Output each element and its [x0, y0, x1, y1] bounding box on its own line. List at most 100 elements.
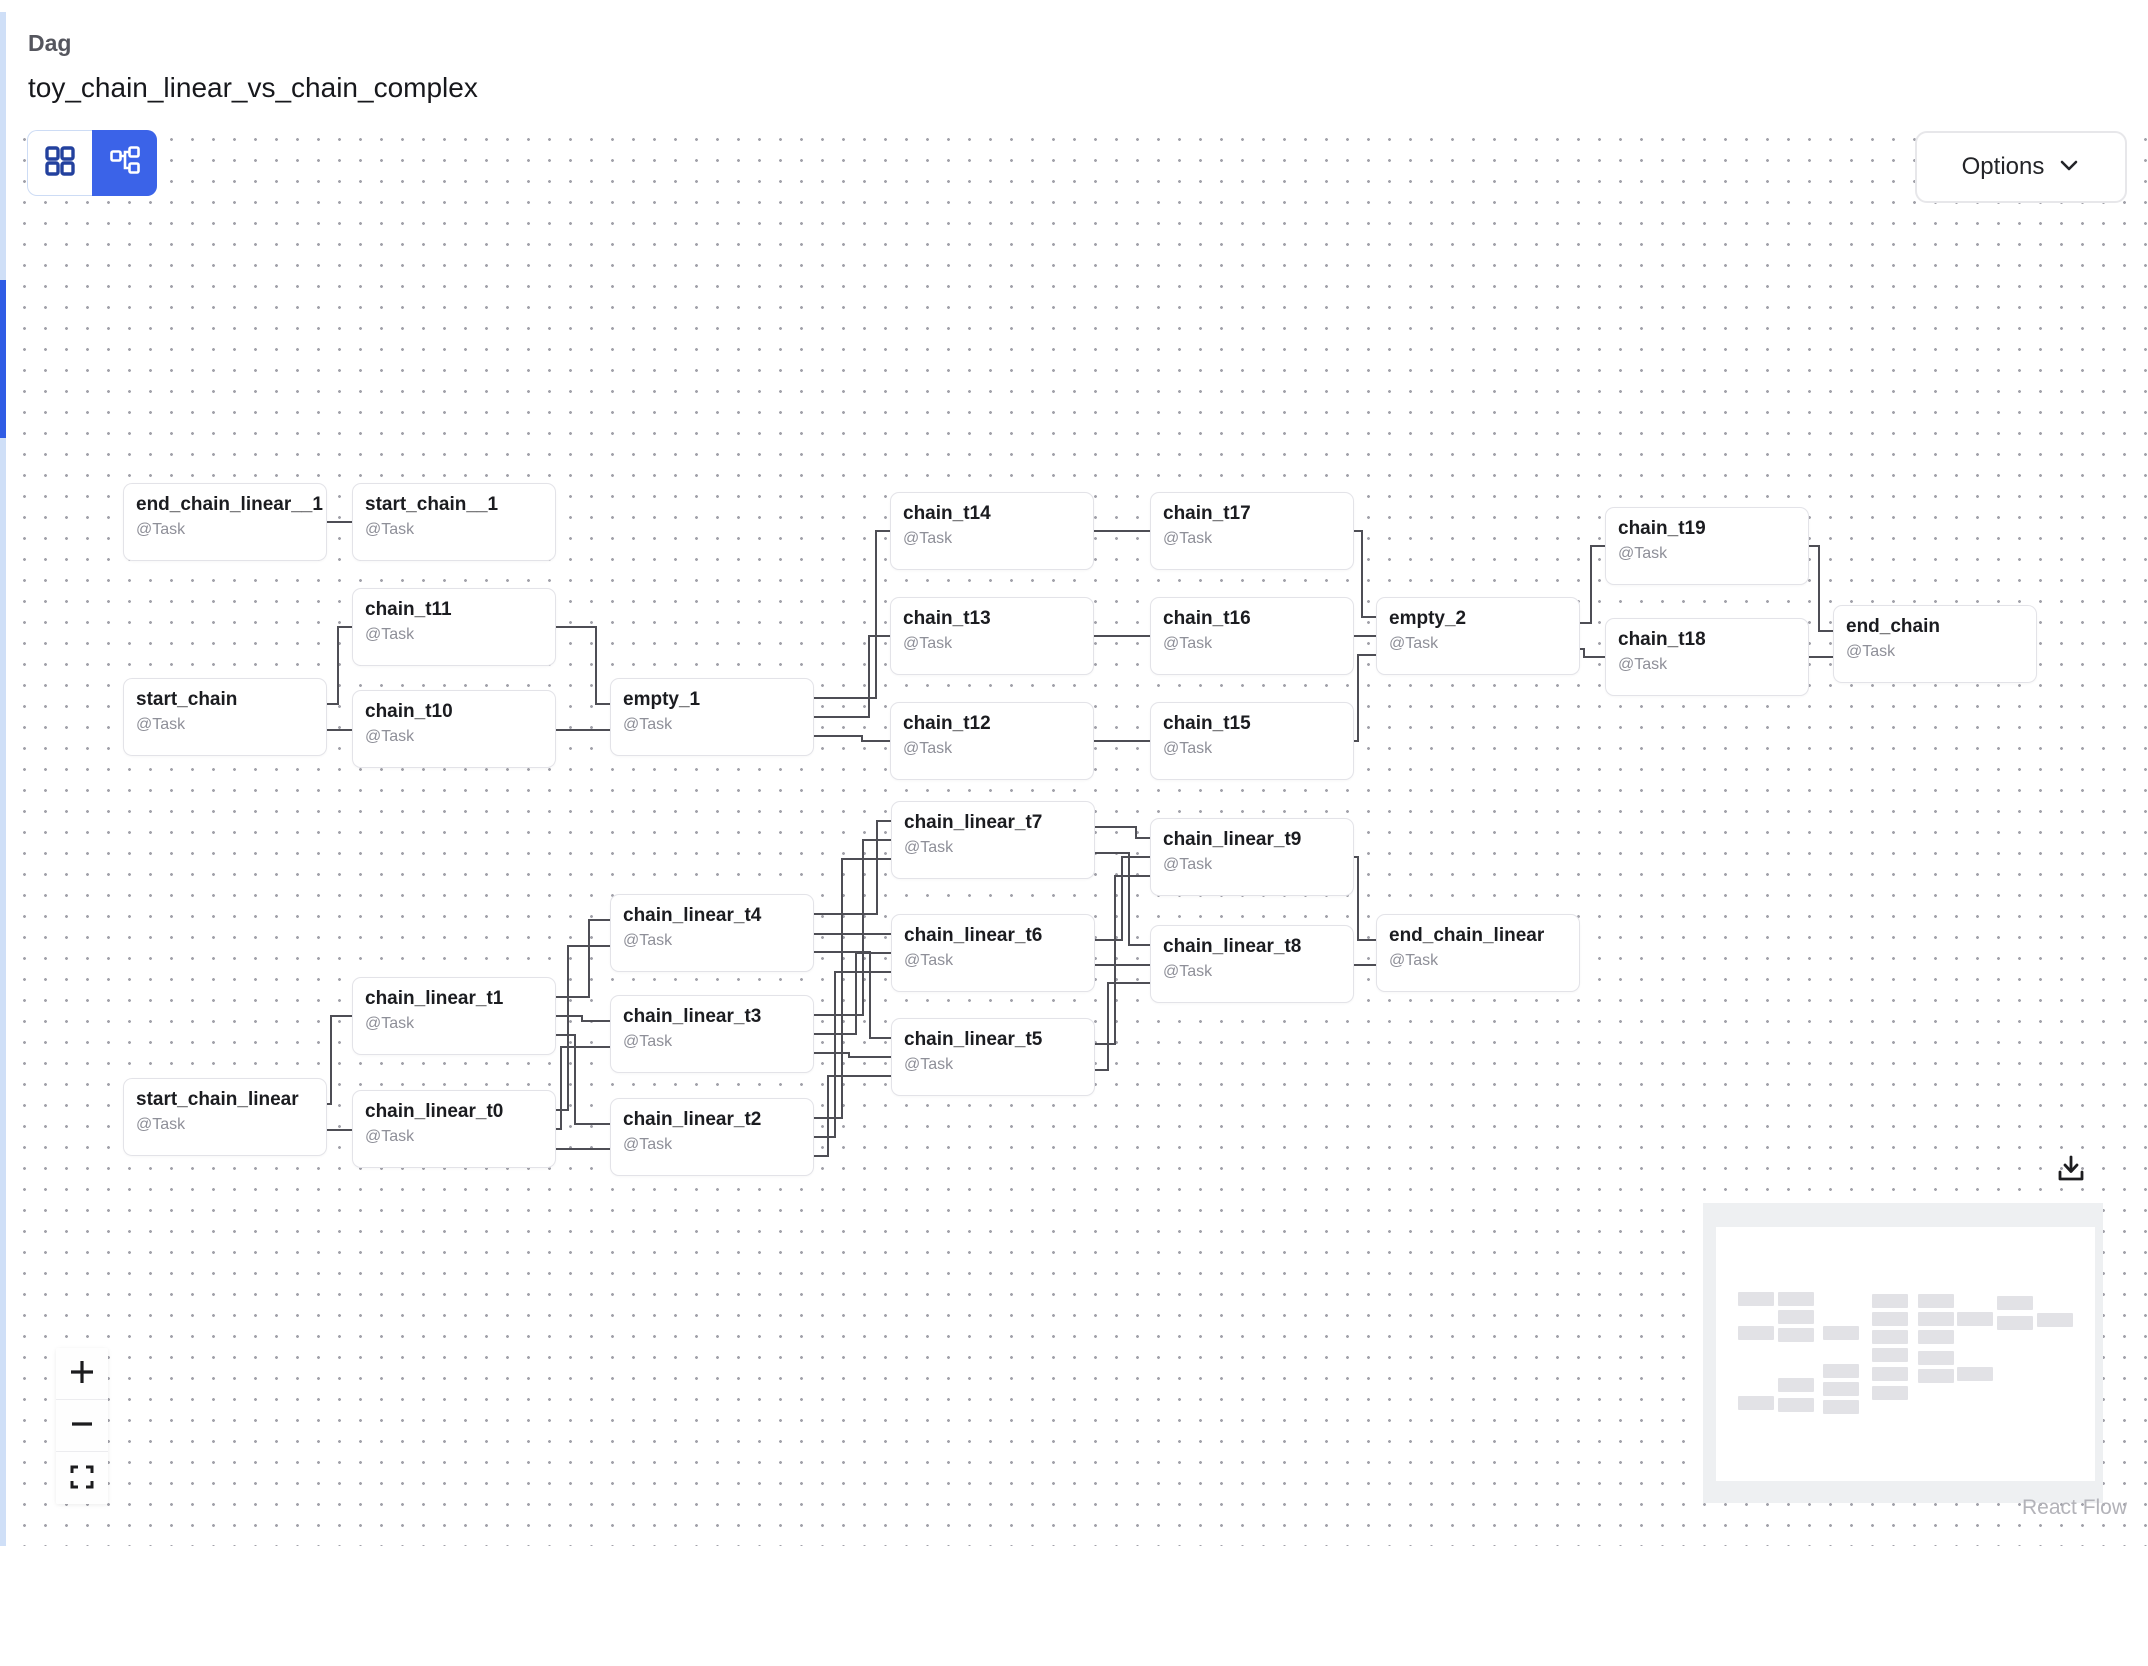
left-scroll-thumb[interactable] [0, 280, 6, 438]
minimap-node [1778, 1292, 1815, 1306]
minimap-node [1917, 1293, 1954, 1308]
dag-edge [1354, 856, 1376, 941]
dag-node-chain_linear_t4[interactable]: chain_linear_t4@Task [610, 894, 814, 972]
dag-edge [1354, 654, 1376, 742]
dag-node-chain_linear_t7[interactable]: chain_linear_t7@Task [891, 801, 1095, 879]
dag-edge [814, 1052, 891, 1058]
node-subtitle: @Task [1163, 634, 1213, 652]
node-title: end_chain_linear [1389, 925, 1545, 946]
dag-edge [1095, 875, 1150, 1045]
grid-view-button[interactable] [27, 130, 92, 196]
zoom-out-button[interactable] [56, 1400, 108, 1452]
node-subtitle: @Task [1389, 634, 1439, 652]
dag-node-chain_linear_t3[interactable]: chain_linear_t3 @Task [610, 995, 814, 1073]
node-title: empty_1 [623, 689, 701, 710]
download-image-button[interactable] [2052, 1152, 2090, 1190]
dag-edge [1095, 852, 1150, 946]
dag-node-empty_1[interactable]: empty_1@Task [610, 678, 814, 756]
node-title: end_chain_linear__1 [136, 494, 323, 515]
dag-node-chain_t10[interactable]: chain_t10 @Task [352, 690, 556, 768]
minimap-node [1738, 1326, 1774, 1341]
node-title: chain_linear_t5 [904, 1029, 1043, 1050]
minus-icon [69, 1411, 95, 1440]
node-title: empty_2 [1389, 608, 1467, 629]
node-subtitle: @Task [365, 625, 415, 643]
node-subtitle: @Task [904, 1055, 954, 1073]
node-subtitle: @Task [1389, 951, 1439, 969]
minimap[interactable] [1703, 1203, 2103, 1503]
dag-node-chain_t13[interactable]: chain_t13@Task [890, 597, 1094, 675]
dag-edge [814, 1075, 891, 1157]
node-subtitle: @Task [136, 1115, 186, 1133]
node-title: chain_linear_t1 [365, 988, 504, 1009]
left-scroll-track[interactable] [0, 12, 6, 1546]
dag-edge [814, 858, 891, 1119]
node-title: chain_linear_t3 [623, 1006, 762, 1027]
zoom-in-button[interactable] [56, 1348, 108, 1400]
dag-node-chain_t16[interactable]: chain_t16@Task [1150, 597, 1354, 675]
dag-flow-icon [109, 145, 141, 182]
dag-node-chain_linear_t9[interactable]: chain_linear_t9@Task [1150, 818, 1354, 896]
minimap-node [1872, 1330, 1909, 1345]
dag-edge [814, 839, 891, 1016]
dag-edge [1095, 982, 1150, 1071]
dag-node-empty_2[interactable]: empty_2 @Task [1376, 597, 1580, 675]
node-title: chain_t10 [365, 701, 453, 722]
node-subtitle: @Task [1163, 962, 1213, 980]
node-title: start_chain [136, 689, 238, 710]
dag-node-chain_linear_t2[interactable]: chain_linear_t2@Task [610, 1098, 814, 1176]
dag-node-start_chain[interactable]: start_chain@Task [123, 678, 327, 756]
node-title: chain_t19 [1618, 518, 1706, 539]
dag-node-chain_t19[interactable]: chain_t19@Task [1605, 507, 1809, 585]
dag-node-start_chain_linear[interactable]: start_chain_linear@Task [123, 1078, 327, 1156]
page-kicker: Dag [28, 30, 72, 56]
minimap-node [1823, 1363, 1860, 1378]
dag-node-chain_linear_t5[interactable]: chain_linear_t5 @Task [891, 1018, 1095, 1096]
dag-edge [327, 626, 352, 705]
dag-node-chain_linear_t8[interactable]: chain_linear_t8@Task [1150, 925, 1354, 1003]
node-subtitle: @Task [365, 727, 415, 745]
chevron-down-icon [2058, 154, 2080, 181]
minimap-node [1738, 1292, 1774, 1306]
dag-edge [814, 635, 890, 718]
dag-node-chain_t17[interactable]: chain_t17@Task [1150, 492, 1354, 570]
dag-node-end_chain[interactable]: end_chain@Task [1833, 605, 2037, 683]
dag-node-end_chain_linear__1[interactable]: end_chain_linear__1 @Task [123, 483, 327, 561]
node-title: end_chain [1846, 616, 1940, 637]
minimap-node [1778, 1328, 1815, 1343]
minimap-node [1917, 1311, 1954, 1326]
dag-edge [814, 971, 891, 1138]
node-subtitle: @Task [623, 1032, 673, 1050]
grid-icon [44, 145, 76, 182]
dag-edge [1580, 648, 1605, 658]
dag-node-chain_t12[interactable]: chain_t12@Task [890, 702, 1094, 780]
download-icon [2056, 1154, 2086, 1189]
dag-canvas-pane[interactable]: end_chain_linear__1 @Task start_chain__1@T… [6, 120, 2148, 1546]
node-subtitle: @Task [136, 520, 186, 538]
plus-icon [69, 1359, 95, 1388]
dag-node-chain_linear_t0[interactable]: chain_linear_t0@Task [352, 1090, 556, 1168]
dag-node-chain_linear_t1[interactable]: chain_linear_t1@Task [352, 977, 556, 1055]
minimap-node [2037, 1313, 2074, 1328]
dag-edge [814, 735, 890, 742]
node-subtitle: @Task [904, 838, 954, 856]
dag-node-chain_t14[interactable]: chain_t14@Task [890, 492, 1094, 570]
options-button[interactable]: Options [1915, 131, 2127, 203]
node-title: chain_linear_t4 [623, 905, 762, 926]
dag-node-end_chain_linear[interactable]: end_chain_linear @Task [1376, 914, 1580, 992]
graph-view-button[interactable] [92, 130, 157, 196]
dag-node-chain_linear_t6[interactable]: chain_linear_t6@Task [891, 914, 1095, 992]
dag-edge [1354, 530, 1376, 618]
minimap-node [1917, 1330, 1954, 1345]
fit-view-button[interactable] [56, 1452, 108, 1504]
minimap-node [1823, 1399, 1860, 1414]
dag-node-start_chain__1[interactable]: start_chain__1@Task [352, 483, 556, 561]
dag-edge [1809, 545, 1833, 632]
dag-node-chain_t15[interactable]: chain_t15@Task [1150, 702, 1354, 780]
dag-edge [814, 530, 890, 699]
dag-edge [814, 820, 891, 915]
dag-node-chain_t18[interactable]: chain_t18@Task [1605, 618, 1809, 696]
reactflow-attribution[interactable]: React Flow [2022, 1496, 2128, 1519]
dag-node-chain_t11[interactable]: chain_t11@Task [352, 588, 556, 666]
node-title: chain_linear_t9 [1163, 829, 1302, 850]
